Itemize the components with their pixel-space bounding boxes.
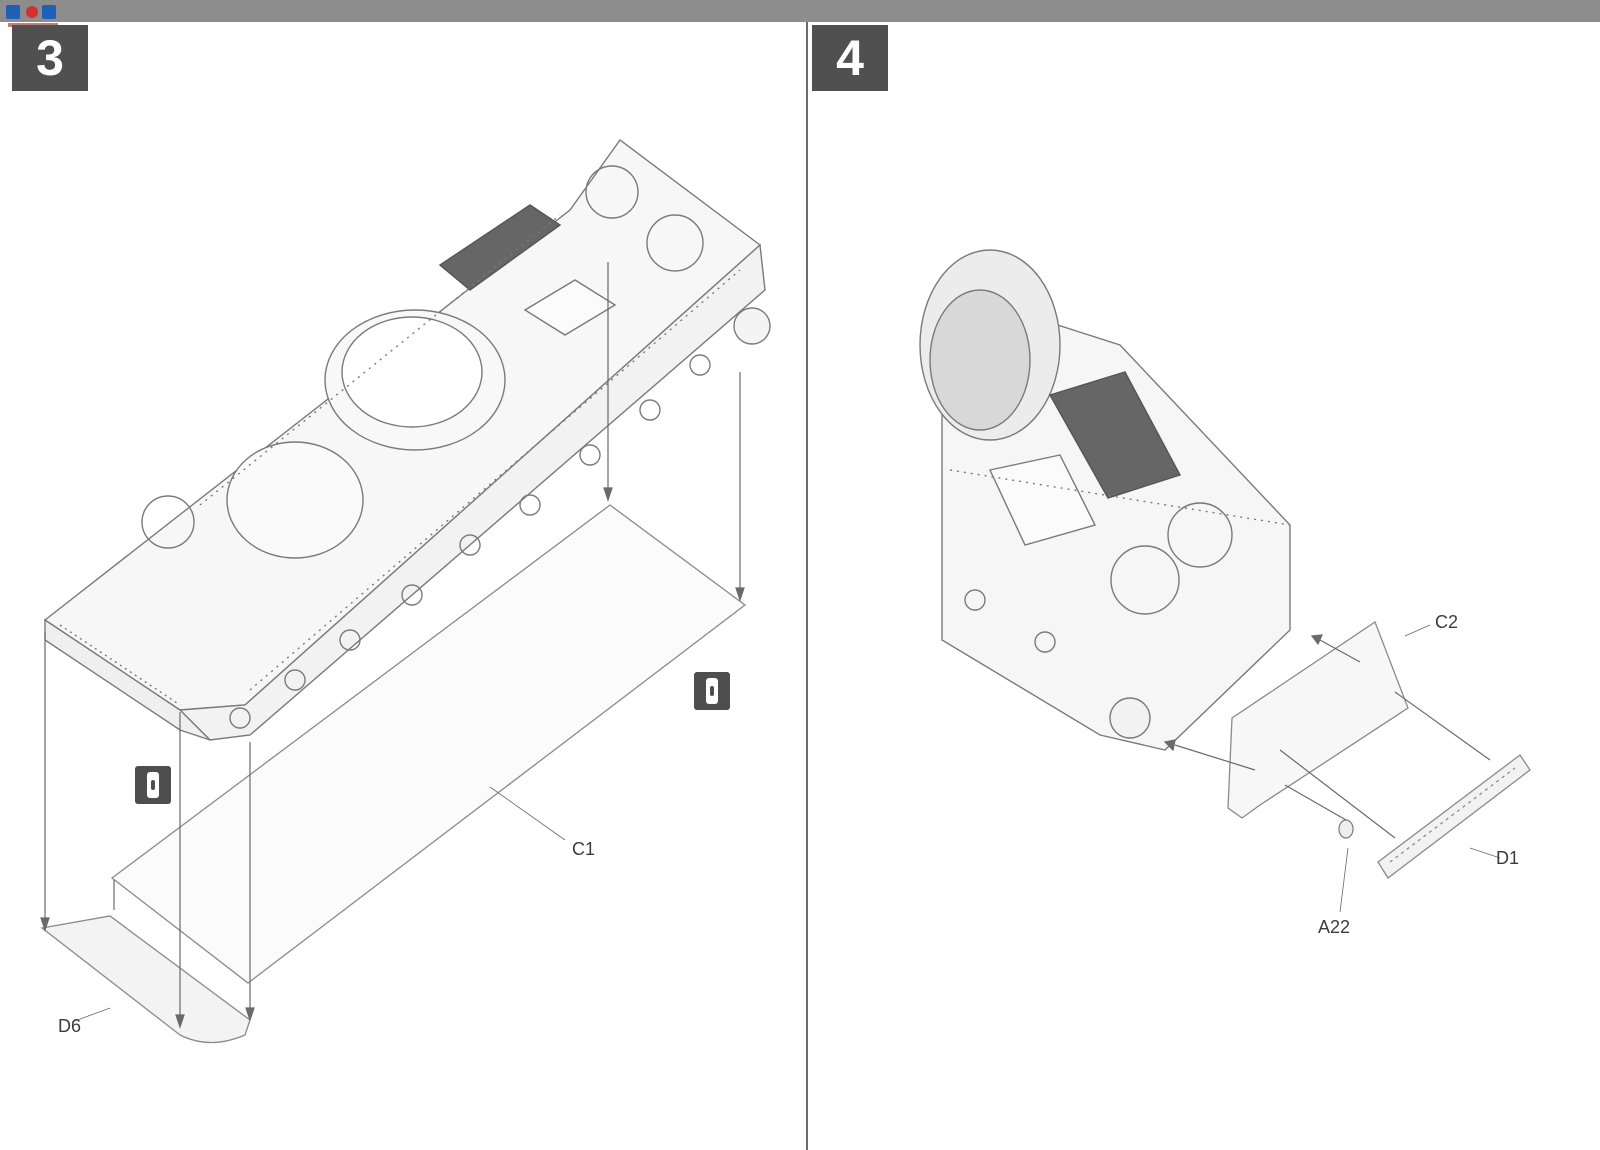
part-label-d6: D6 — [58, 1016, 81, 1036]
step-number-4: 4 — [812, 25, 888, 91]
part-label-a22: A22 — [1318, 917, 1350, 937]
step-4-guide-arrows — [1163, 624, 1501, 913]
step-3-rear-plate — [40, 915, 251, 1044]
warning-exclamation-icon — [135, 766, 171, 804]
step-3-floor-plate — [110, 504, 747, 984]
step-4-rear-panel — [1227, 621, 1409, 819]
step-4-hull — [919, 249, 1291, 751]
warning-exclamation-icon — [694, 672, 730, 710]
part-label-d1: D1 — [1496, 848, 1519, 868]
top-strip — [0, 0, 1600, 22]
page-divider — [806, 22, 808, 1150]
step-number-3: 3 — [12, 25, 88, 91]
part-label-c1: C1 — [572, 839, 595, 859]
part-label-c2: C2 — [1435, 612, 1458, 632]
step-3-hull — [43, 139, 771, 741]
step-4-hook — [1338, 819, 1354, 839]
step-3-guide-arrows — [40, 262, 745, 1029]
step-4-tow-bar — [1377, 754, 1531, 879]
